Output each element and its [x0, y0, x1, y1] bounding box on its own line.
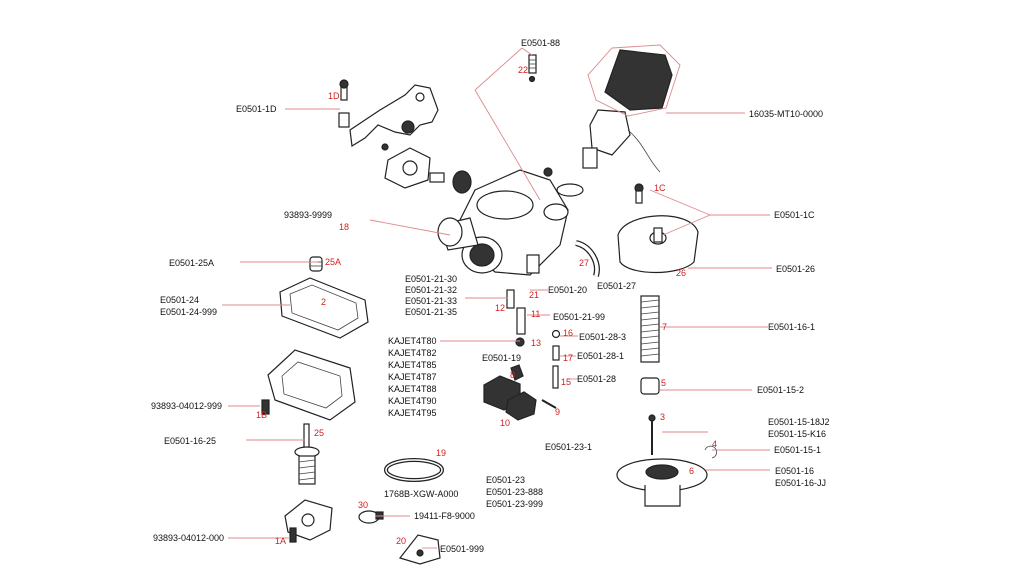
ref-18: 18	[339, 222, 349, 232]
ref-22: 22	[518, 65, 528, 75]
ref-21: 21	[529, 290, 539, 300]
ref-25a: 25A	[325, 257, 341, 267]
needle-holder-part	[640, 377, 660, 395]
carburetor-body-part	[437, 167, 569, 276]
ref-11: 11	[531, 309, 540, 319]
accelerator-pump-part	[381, 143, 472, 194]
float-bowl-part	[261, 349, 356, 421]
ref-1c: 1C	[654, 183, 666, 193]
ref-1a: 1A	[275, 536, 286, 546]
ref-20: 20	[396, 536, 406, 546]
cap-25a-part	[309, 256, 323, 272]
label-e0501-27: E0501-27	[597, 281, 636, 291]
label-19411-f8-9000: 19411-F8-9000	[414, 511, 475, 521]
label-e0501-15-1: E0501-15-1	[774, 445, 821, 455]
e-clip-part	[704, 445, 717, 459]
label-e0501-23-1: E0501-23-1	[545, 442, 592, 452]
label-e0501-21-33: E0501-21-33	[405, 296, 457, 306]
bowl-gasket-part	[279, 277, 369, 339]
slide-spring-part	[640, 295, 660, 363]
label-16035-mt10-0000: 16035-MT10-0000	[749, 109, 823, 119]
ref-1b: 1B	[256, 410, 267, 420]
ref-1d: 1D	[328, 91, 340, 101]
ref-12: 12	[495, 303, 505, 313]
label-e0501-16-1: E0501-16-1	[768, 322, 815, 332]
label-e0501-15-2: E0501-15-2	[757, 385, 804, 395]
auto-choke-part	[556, 44, 681, 197]
ref-2: 2	[321, 297, 326, 307]
ref-4: 4	[712, 439, 717, 449]
label-e0501-16-jj: E0501-16-JJ	[775, 478, 826, 488]
bottom-cover-part	[284, 499, 333, 543]
label-e0501-16: E0501-16	[775, 466, 814, 476]
ref-8: 8	[510, 370, 515, 380]
label-93893-9999: 93893-9999	[284, 210, 332, 220]
ref-15: 15	[561, 377, 571, 387]
ref-3: 3	[660, 412, 665, 422]
label-e0501-28-1: E0501-28-1	[577, 351, 624, 361]
ref-13: 13	[531, 338, 541, 348]
needle-assembly-part	[294, 423, 320, 485]
screw-1c-part	[634, 183, 644, 204]
label-e0501-1c: E0501-1C	[774, 210, 815, 220]
ref-5: 5	[661, 378, 666, 388]
label-kajet4t95: KAJET4T95	[388, 408, 437, 418]
label-kajet4t82: KAJET4T82	[388, 348, 437, 358]
bolt-22-part	[528, 54, 537, 83]
ref-16: 16	[563, 328, 573, 338]
label-e0501-23-999: E0501-23-999	[486, 499, 543, 509]
label-kajet4t88: KAJET4T88	[388, 384, 437, 394]
label-e0501-15-18j2: E0501-15-18J2	[768, 417, 830, 427]
label-kajet4t80: KAJET4T80	[388, 336, 437, 346]
top-cap-part	[617, 215, 699, 274]
label-e0501-1d: E0501-1D	[236, 104, 277, 114]
label-e0501-24-999: E0501-24-999	[160, 307, 217, 317]
label-93893-04012-999: 93893-04012-999	[151, 401, 222, 411]
label-e0501-28-3: E0501-28-3	[579, 332, 626, 342]
label-e0501-21-32: E0501-21-32	[405, 285, 457, 295]
label-e0501-19: E0501-19	[482, 353, 521, 363]
throttle-bracket-part	[338, 79, 439, 147]
label-kajet4t90: KAJET4T90	[388, 396, 437, 406]
ref-19: 19	[436, 448, 446, 458]
label-e0501-23: E0501-23	[486, 475, 525, 485]
diaphragm-part	[616, 458, 708, 507]
label-e0501-26: E0501-26	[776, 264, 815, 274]
label-e0501-24: E0501-24	[160, 295, 199, 305]
ref-6: 6	[689, 466, 694, 476]
label-kajet4t87: KAJET4T87	[388, 372, 437, 382]
label-e0501-15-k16: E0501-15-K16	[768, 429, 826, 439]
ref-17: 17	[563, 353, 573, 363]
jets-assembly-part	[506, 289, 561, 389]
leader-lines	[222, 47, 772, 549]
ref-9: 9	[555, 407, 560, 417]
label-e0501-20: E0501-20	[548, 285, 587, 295]
ref-10: 10	[500, 418, 510, 428]
ref-25: 25	[314, 428, 324, 438]
ref-30: 30	[358, 500, 368, 510]
label-e0501-21-30: E0501-21-30	[405, 274, 457, 284]
label-e0501-28: E0501-28	[577, 374, 616, 384]
label-e0501-88: E0501-88	[521, 38, 560, 48]
fuel-hose-part	[384, 458, 444, 482]
label-e0501-21-99: E0501-21-99	[553, 312, 605, 322]
ref-26: 26	[676, 268, 686, 278]
label-1768b-xgw-a000: 1768B-XGW-A000	[384, 489, 458, 499]
label-e0501-21-35: E0501-21-35	[405, 307, 457, 317]
hose-clamp-part	[358, 510, 384, 524]
label-e0501-999: E0501-999	[440, 544, 484, 554]
label-e0501-25a: E0501-25A	[169, 258, 214, 268]
jet-needle-part	[648, 414, 656, 455]
label-93893-04012-000: 93893-04012-000	[153, 533, 224, 543]
float-part	[483, 375, 557, 421]
label-kajet4t85: KAJET4T85	[388, 360, 437, 370]
ref-7: 7	[662, 322, 667, 332]
hose-27-part	[575, 240, 600, 277]
label-e0501-16-25: E0501-16-25	[164, 436, 216, 446]
ref-27: 27	[579, 258, 589, 268]
label-e0501-23-888: E0501-23-888	[486, 487, 543, 497]
bracket-20-part	[398, 534, 441, 565]
